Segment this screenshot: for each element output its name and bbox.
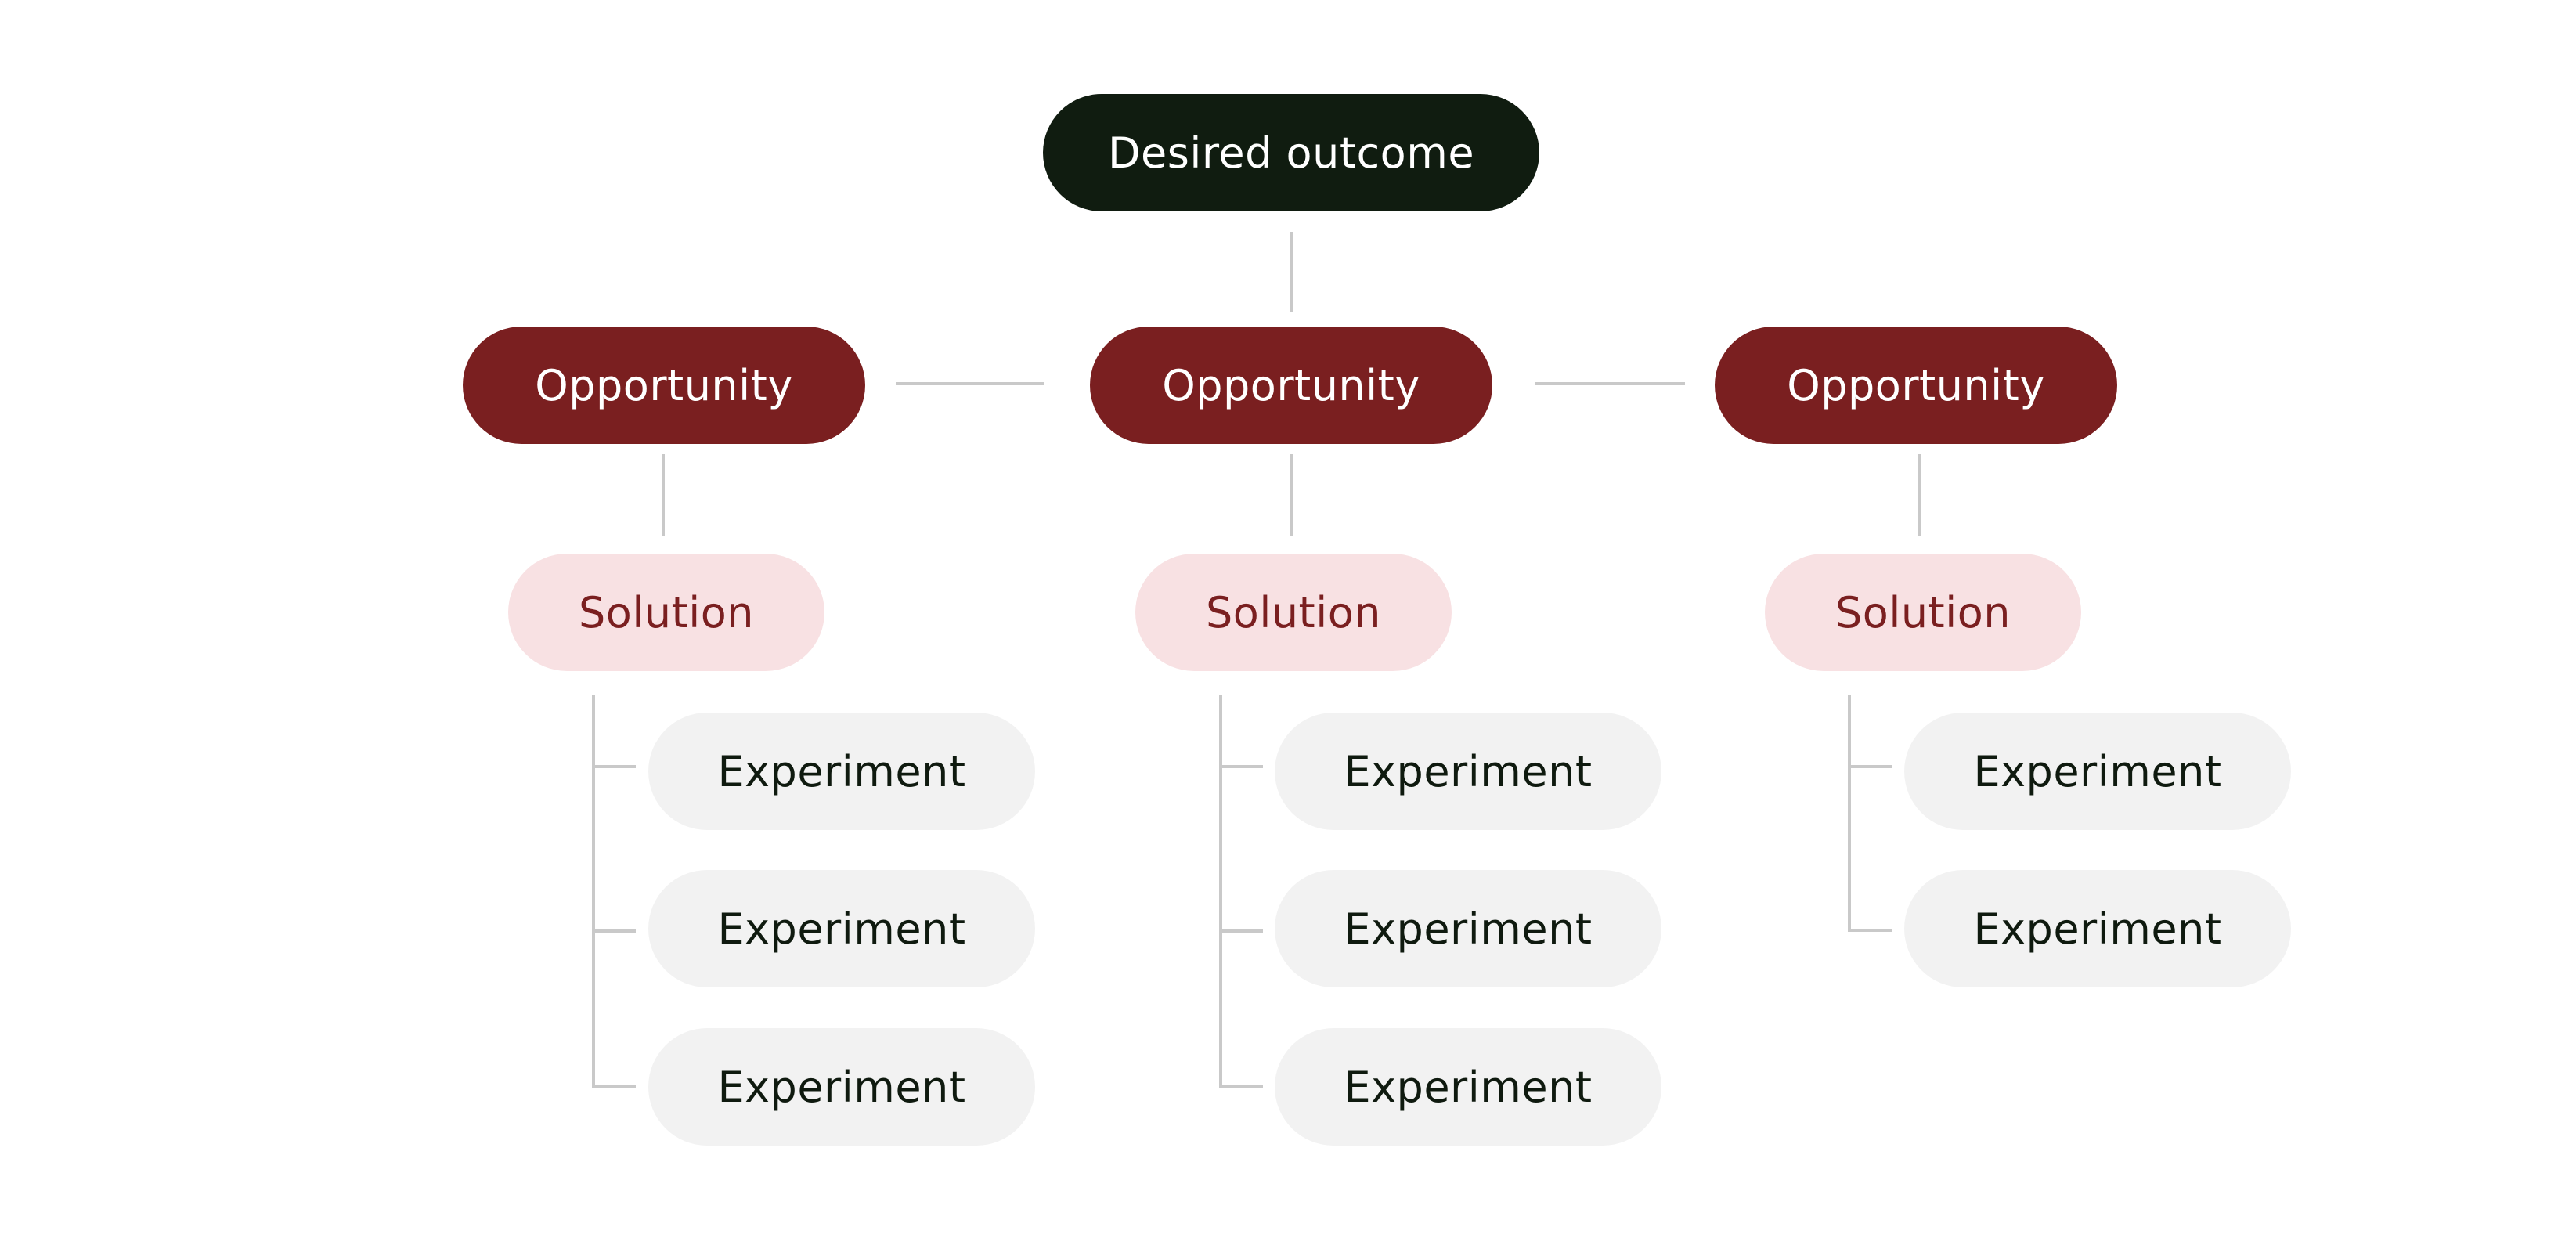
- experiment-node-1-1: Experiment: [648, 713, 1035, 830]
- bracket-solution-1-spine: [592, 695, 595, 1088]
- bracket-solution-2-tick-1: [1219, 765, 1263, 768]
- bracket-solution-2-tick-2: [1219, 929, 1263, 933]
- connector-opportunity-3-to-solution: [1918, 454, 1921, 536]
- experiment-node-2-1: Experiment: [1275, 713, 1661, 830]
- connector-outcome-to-opportunity: [1290, 232, 1293, 312]
- experiment-node-3-1: Experiment: [1904, 713, 2291, 830]
- solution-node-3: Solution: [1765, 554, 2081, 671]
- experiment-node-2-3: Experiment: [1275, 1028, 1661, 1146]
- bracket-solution-3-tick-1: [1848, 765, 1892, 768]
- experiment-node-3-2: Experiment: [1904, 870, 2291, 987]
- bracket-solution-3-spine: [1848, 695, 1851, 932]
- bracket-solution-1-tick-2: [592, 929, 636, 933]
- opportunity-node-3: Opportunity: [1715, 327, 2117, 444]
- bracket-solution-2-spine: [1219, 695, 1222, 1088]
- connector-opportunity-1-to-solution: [662, 454, 665, 536]
- solution-node-1: Solution: [508, 554, 824, 671]
- experiment-node-2-2: Experiment: [1275, 870, 1661, 987]
- connector-opportunity-2-to-solution: [1290, 454, 1293, 536]
- experiment-node-1-2: Experiment: [648, 870, 1035, 987]
- desired-outcome-node: Desired outcome: [1043, 94, 1539, 211]
- opportunity-node-1: Opportunity: [463, 327, 865, 444]
- opportunity-node-2: Opportunity: [1090, 327, 1492, 444]
- experiment-node-1-3: Experiment: [648, 1028, 1035, 1146]
- bracket-solution-1-tick-1: [592, 765, 636, 768]
- bracket-solution-2-tick-3: [1219, 1085, 1263, 1088]
- connector-opportunity-2-to-3: [1535, 382, 1685, 385]
- bracket-solution-3-tick-2: [1848, 929, 1892, 932]
- bracket-solution-1-tick-3: [592, 1085, 636, 1088]
- solution-node-2: Solution: [1135, 554, 1452, 671]
- connector-opportunity-1-to-2: [896, 382, 1044, 385]
